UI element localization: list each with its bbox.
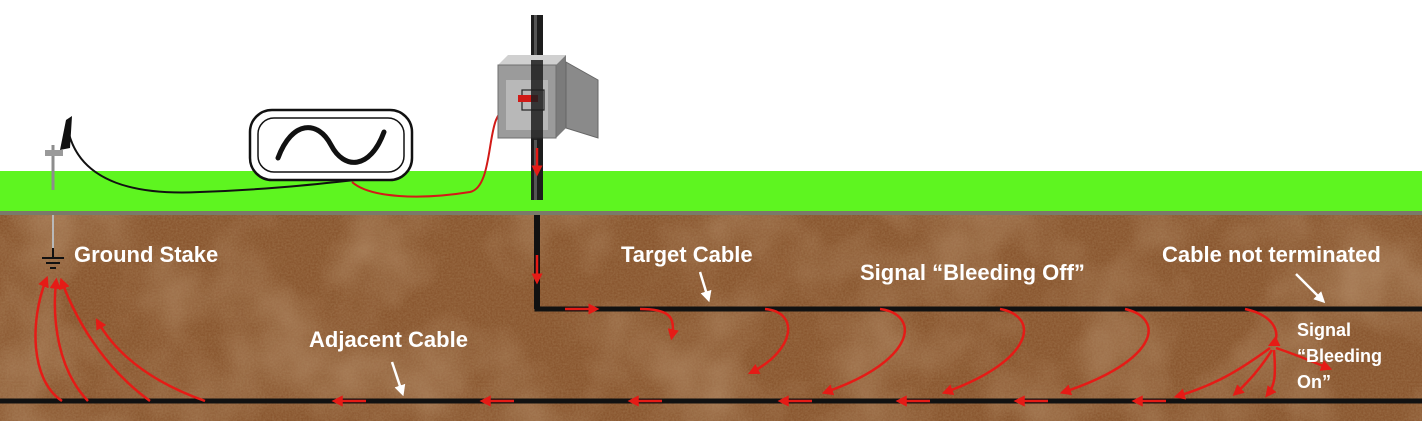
- signal-bleeding-on-label-1: Signal: [1297, 320, 1351, 340]
- signal-arrow-bleed-on-4: [1275, 346, 1333, 371]
- signal-arrow-bleed-off-6: [1244, 307, 1281, 347]
- signal-arrow-return-3: [59, 277, 151, 403]
- signal-arrow-return-1: [34, 275, 63, 403]
- signal-flow-arrows: [34, 148, 1333, 407]
- signal-arrow-bleed-off-2: [747, 307, 790, 375]
- signal-arrow-bleed-off-1: [639, 307, 679, 341]
- cable-not-terminated-label: Cable not terminated: [1162, 242, 1381, 267]
- signal-arrow-return-4: [95, 318, 206, 403]
- signal-bleeding-on-label-2: “Bleeding: [1297, 346, 1382, 366]
- signal-arrow-bleed-off-3: [821, 307, 906, 396]
- ground-lead: [67, 129, 356, 194]
- grass-strip: [0, 171, 1422, 213]
- signal-arrow-bleed-on-1: [1173, 346, 1271, 400]
- signal-arrow-bleed-off-4: [941, 307, 1026, 396]
- signal-arrow-bleed-on-3: [1265, 349, 1277, 398]
- transmitter: [248, 108, 414, 182]
- sine-wave-icon: [275, 125, 387, 165]
- electrical-box-icon: [497, 55, 599, 140]
- signal-arrow-bleed-on-2: [1232, 349, 1274, 396]
- signal-bleeding-off-label: Signal “Bleeding Off”: [860, 260, 1085, 285]
- label-pointers: [390, 271, 1326, 397]
- adjacent-cable-label: Adjacent Cable: [309, 327, 468, 352]
- ground-stake-label: Ground Stake: [74, 242, 218, 267]
- soil-grain: [0, 215, 1422, 421]
- ground-stake: [45, 116, 72, 248]
- signal-arrow-bleed-off-5: [1059, 307, 1150, 396]
- signal-arrow-return-2: [49, 277, 89, 402]
- ground-symbol-icon: [42, 248, 64, 269]
- grass-edge: [0, 211, 1422, 215]
- target-cable-label: Target Cable: [621, 242, 753, 267]
- signal-bleeding-on-label-3: On”: [1297, 372, 1331, 392]
